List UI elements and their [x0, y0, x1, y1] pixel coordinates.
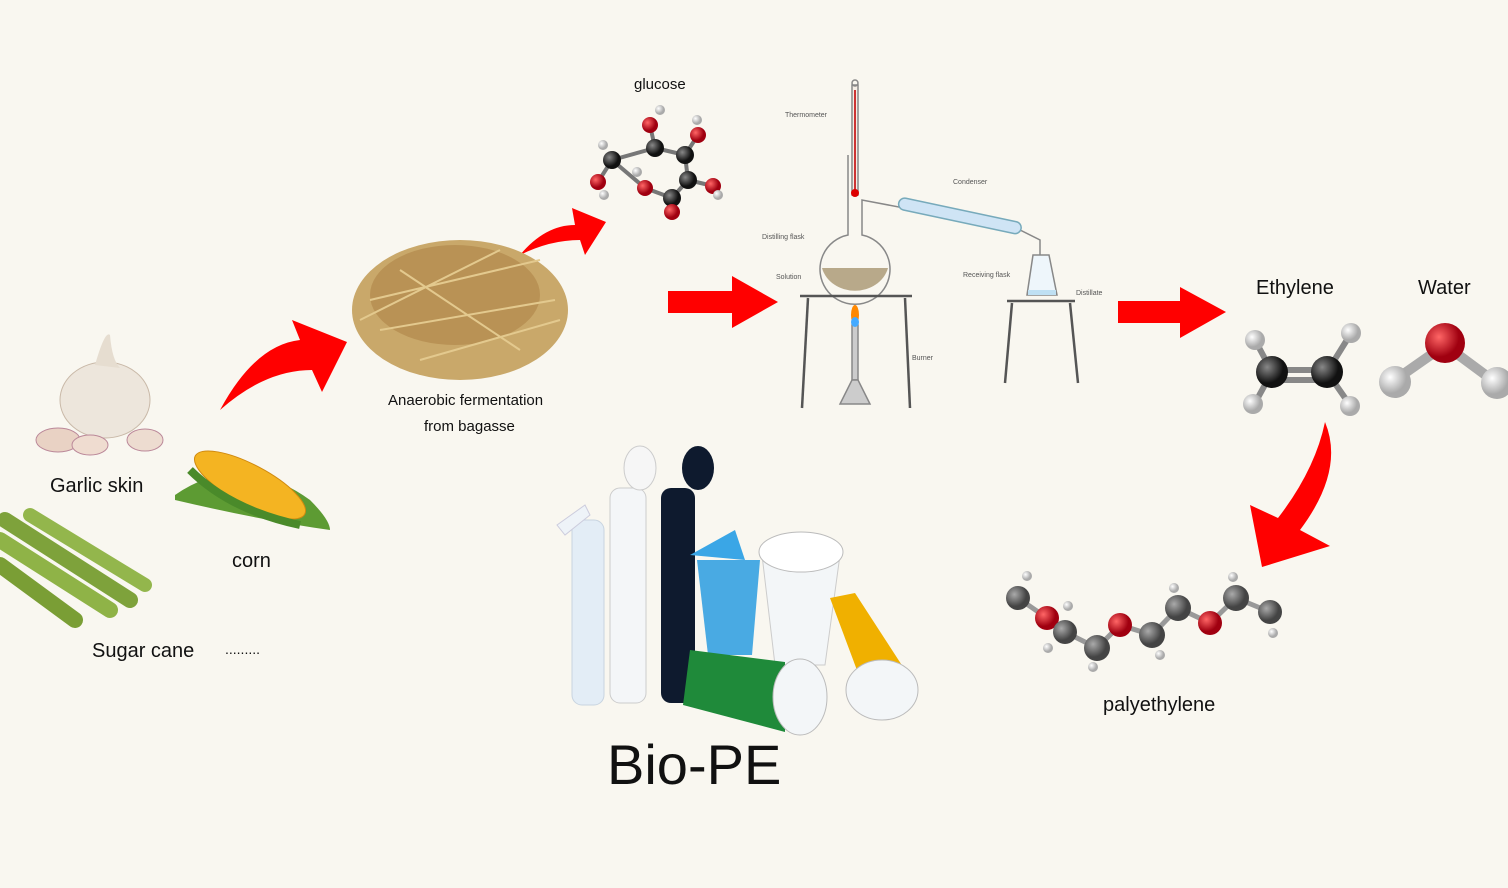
label-fermentation-line2: from bagasse [424, 418, 515, 435]
sugar-cane-image [0, 508, 152, 628]
label-distilling-flask: Distilling flask [762, 234, 805, 241]
arrows [220, 208, 1332, 567]
label-thermometer: Thermometer [785, 112, 828, 119]
ethylene-molecule [1243, 323, 1361, 416]
label-glucose: glucose [634, 76, 686, 93]
arrow-to-glucose [520, 208, 606, 255]
garlic-image [35, 334, 164, 456]
label-distillate: Distillate [1076, 290, 1103, 297]
label-burner: Burner [912, 355, 934, 362]
arrow-to-polyethylene [1250, 422, 1332, 567]
label-water: Water [1418, 277, 1471, 299]
label-fermentation-line1: Anaerobic fermentation [388, 392, 544, 409]
label-receiving-flask: Receiving flask [963, 272, 1011, 279]
label-solution: Solution [776, 274, 802, 281]
arrow-to-fermentation [220, 320, 347, 410]
label-ellipsis: ......... [225, 641, 261, 657]
label-bio-pe: Bio-PE [607, 733, 782, 796]
label-condenser: Condenser [953, 179, 988, 186]
label-garlic-skin: Garlic skin [50, 475, 144, 497]
label-polyethylene: palyethylene [1103, 694, 1216, 716]
arrow-to-distillation [668, 276, 778, 328]
label-corn: corn [232, 550, 271, 572]
water-molecule [1379, 323, 1508, 399]
bio-pe-containers-image [556, 445, 919, 736]
arrow-to-ethylene [1118, 287, 1226, 338]
label-sugar-cane: Sugar cane [92, 640, 195, 662]
distillation-apparatus [800, 79, 1080, 409]
corn-image [175, 450, 330, 530]
polyethylene-molecule [1006, 571, 1282, 672]
bagasse-image [352, 240, 568, 380]
label-ethylene: Ethylene [1256, 277, 1334, 299]
glucose-molecule [590, 105, 723, 220]
